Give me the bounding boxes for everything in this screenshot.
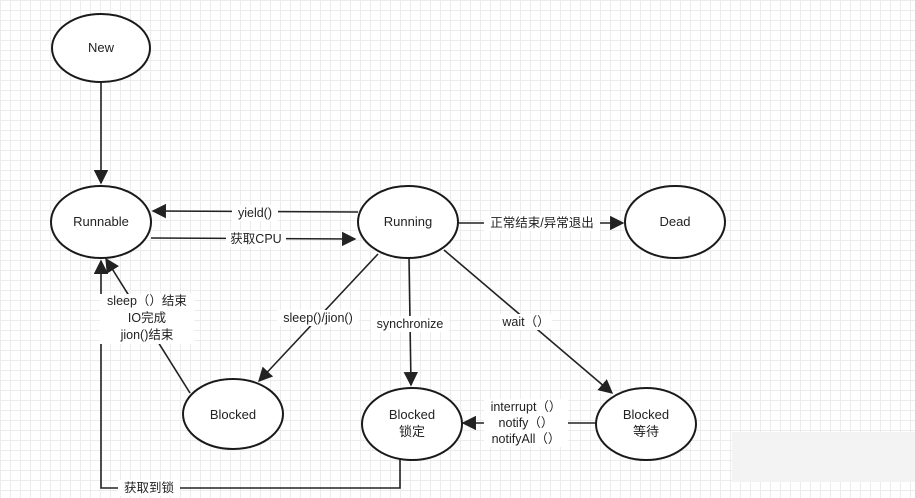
edge-label-notify-1: interrupt（） [491,400,562,414]
edge-label-finish: 正常结束/异常退出 [490,216,593,230]
node-new [51,13,151,83]
node-blocked-wait-label-2: 等待 [633,424,659,439]
node-runnable-label: Runnable [73,214,129,229]
node-blocked-wait [595,387,697,461]
watermark-blur [732,432,915,482]
edge-label-synchronize: synchronize [377,317,444,331]
node-blocked-lock-label-2: 锁定 [399,424,425,439]
node-runnable [50,185,152,259]
node-dead-label: Dead [659,214,690,229]
node-blocked [182,378,284,450]
node-new-label: New [88,40,115,55]
node-dead [624,185,726,259]
node-blocked-lock-label-1: Blocked [389,407,435,422]
edge-label-get-lock: 获取到锁 [124,480,175,495]
node-blocked-lock [361,387,463,461]
edge-label-get-cpu: 获取CPU [230,232,281,246]
edge-label-wake-up-1: sleep（）结束 [107,294,187,308]
node-running [357,185,459,259]
node-running-label: Running [384,214,432,229]
node-blocked-label: Blocked [210,407,256,422]
edge-label-wake-up-3: jion()结束 [120,328,174,342]
edge-label-wake-up-2: IO完成 [128,310,166,325]
edge-label-yield: yield() [238,206,272,220]
edge-label-notify-2: notify（） [499,416,554,430]
edge-label-notify-3: notifyAll（） [492,432,561,446]
edge-label-sleep-join: sleep()/jion() [283,311,352,325]
node-blocked-wait-label-1: Blocked [623,407,669,422]
edge-lock-to-runnable [93,259,401,489]
edge-label-wait: wait（） [501,315,549,329]
